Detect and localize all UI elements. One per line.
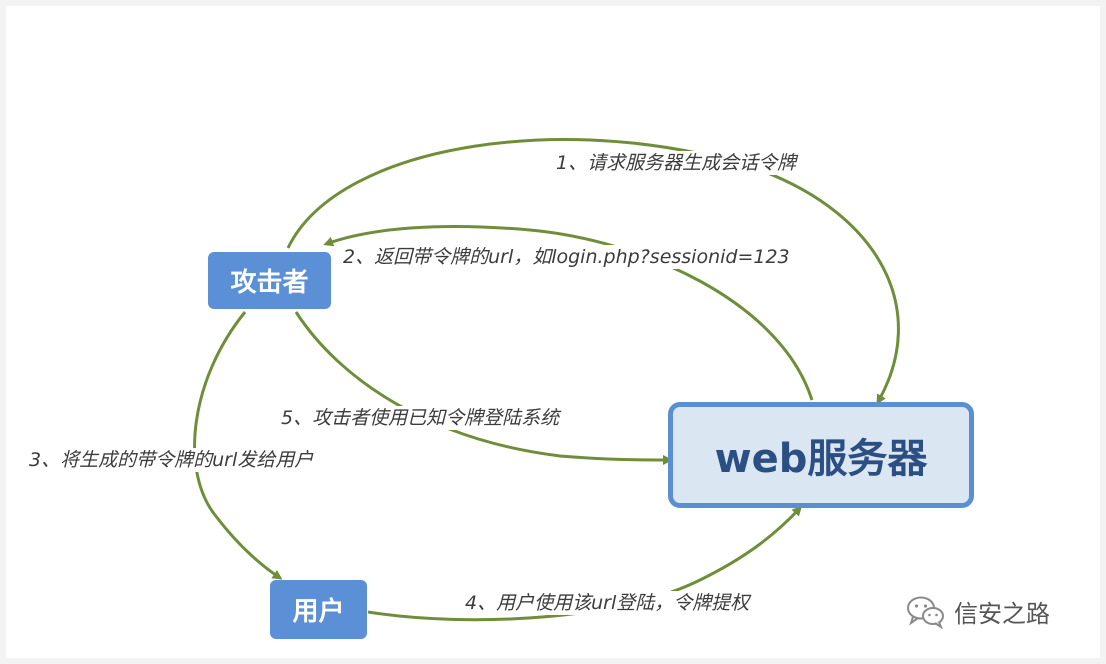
edge-return-url [323,225,814,401]
edge-label-step5: 5、攻击者使用已知令牌登陆系统 [278,406,563,430]
edge-request-token [286,138,900,405]
edge-send-url [193,311,283,580]
diagram-canvas [6,6,1100,658]
edge-attacker-login [294,311,673,465]
node-user: 用户 [270,580,367,639]
node-web-server: web服务器 [668,402,974,508]
watermark-text: 信安之路 [954,600,1050,628]
node-attacker: 攻击者 [208,252,331,309]
edge-label-step4: 4、用户使用该url登陆，令牌提权 [462,591,753,615]
edge-label-step1: 1、请求服务器生成会话令牌 [553,151,800,175]
edge-label-step2: 2、返回带令牌的url，如login.php?sessionid=123 [340,245,793,269]
wechat-icon [907,596,944,629]
watermark: 信安之路 [906,594,1050,629]
edge-label-step3: 3、将生成的带令牌的url发给用户 [26,448,317,472]
